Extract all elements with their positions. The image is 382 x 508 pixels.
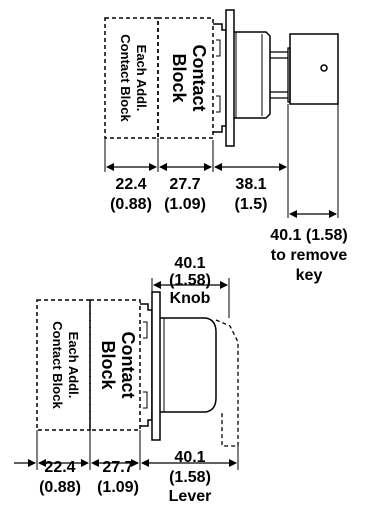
bottom-knob-line1: 40.1 bbox=[174, 255, 205, 272]
top-key-line3: key bbox=[296, 267, 323, 284]
bottom-contact-block-outline bbox=[89, 299, 141, 431]
top-key-head bbox=[289, 33, 339, 105]
bottom-lever-line2: (1.58) bbox=[169, 469, 211, 486]
top-key-line1: 40.1 (1.58) bbox=[270, 227, 347, 244]
top-dim1-mm: 22.4 bbox=[115, 176, 146, 193]
top-contact-block-outline bbox=[157, 17, 214, 139]
bottom-knob-lever-view bbox=[14, 278, 239, 470]
top-bezel bbox=[225, 9, 235, 147]
bottom-contact-text: Contact bbox=[118, 332, 138, 399]
top-dim1-in: (0.88) bbox=[110, 196, 152, 213]
top-addl-block-label: Each Addl. Contact Block bbox=[118, 34, 149, 122]
top-keyhole bbox=[320, 64, 328, 72]
top-dim3-in: (1.5) bbox=[235, 196, 268, 213]
top-dim2-mm: 27.7 bbox=[169, 176, 200, 193]
bottom-contact-block-small-text: Contact Block bbox=[50, 321, 65, 409]
bottom-knob bbox=[160, 317, 217, 413]
bottom-dim2-mm: 27.7 bbox=[102, 459, 133, 476]
bottom-lever-outline bbox=[215, 319, 239, 447]
top-lock-cylinder bbox=[234, 31, 271, 119]
top-key-switch-view bbox=[104, 9, 339, 218]
bottom-knob-line3: Knob bbox=[170, 290, 211, 307]
bottom-knob-line2: (1.58) bbox=[169, 272, 211, 289]
bottom-each-addl-text: Each Addl. bbox=[66, 332, 81, 399]
top-key-line2: to remove bbox=[271, 247, 348, 264]
top-contact-text: Contact bbox=[189, 45, 209, 112]
bottom-bezel bbox=[151, 291, 161, 441]
bottom-lever-line1: 40.1 bbox=[174, 449, 205, 466]
bottom-contact-block-label: Contact Block bbox=[98, 332, 138, 399]
bottom-addl-block-label: Each Addl. Contact Block bbox=[50, 321, 81, 409]
bottom-dim2-in: (1.09) bbox=[97, 479, 139, 496]
bottom-addl-contact-block-outline bbox=[36, 299, 91, 431]
top-block-text: Block bbox=[169, 53, 189, 103]
top-key-stem bbox=[270, 47, 291, 103]
bottom-dim1-in: (0.88) bbox=[39, 479, 81, 496]
top-dim3-mm: 38.1 bbox=[235, 176, 266, 193]
top-each-addl-text: Each Addl. bbox=[134, 45, 149, 112]
top-dim2-in: (1.09) bbox=[164, 196, 206, 213]
top-contact-block-small-text: Contact Block bbox=[118, 34, 133, 122]
bottom-block-text: Block bbox=[98, 340, 118, 390]
bottom-lever-line3: Lever bbox=[169, 488, 212, 505]
top-contact-block-label: Contact Block bbox=[169, 45, 209, 112]
bottom-dim1-mm: 22.4 bbox=[44, 459, 75, 476]
